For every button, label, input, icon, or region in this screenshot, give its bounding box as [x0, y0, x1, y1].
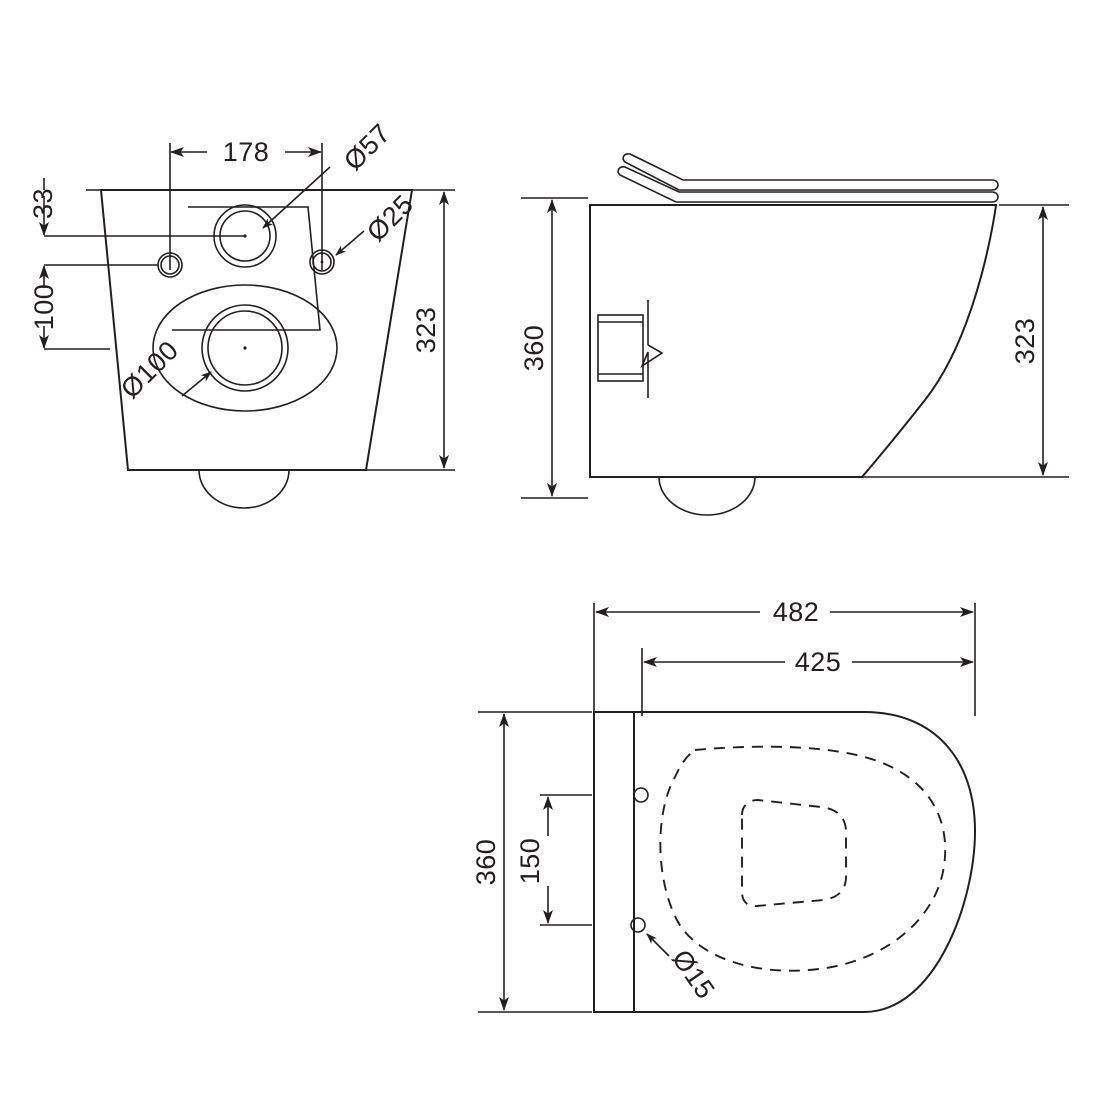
dim-323-side: 323 [862, 204, 1069, 478]
dim-323-rear: 323 [366, 189, 455, 471]
dim-label-360-side: 360 [519, 325, 549, 372]
side-bottom-bulge [658, 476, 756, 516]
leader-dia15: Ø15 [646, 933, 721, 1004]
dim-label-178: 178 [223, 137, 270, 167]
dim-150: 150 [515, 794, 592, 926]
dim-label-482: 482 [773, 597, 820, 627]
dim-label-33: 33 [28, 188, 58, 219]
dim-425: 425 [641, 647, 974, 716]
dim-label-323-side: 323 [1010, 318, 1040, 365]
dim-33: 33 [28, 178, 244, 237]
dim-label-323-rear: 323 [411, 307, 441, 354]
plan-bowl-opening-dashed [741, 799, 847, 908]
side-lid [622, 153, 999, 191]
dim-label-dia57: Ø57 [338, 118, 396, 176]
leader-dia25: Ø25 [335, 189, 419, 256]
side-seat [617, 166, 999, 203]
leader-dia100: Ø100 [115, 335, 212, 404]
dim-label-dia15: Ø15 [666, 944, 721, 1004]
plan-fixing-hole-lower [630, 917, 646, 933]
dim-label-dia100: Ø100 [115, 335, 184, 404]
dim-label-425: 425 [795, 647, 842, 677]
side-mounting-bracket [597, 300, 664, 398]
dim-100-vertical: 100 [29, 264, 158, 350]
rear-elevation-view: 178 33 100 [28, 118, 455, 509]
dim-360-side: 360 [519, 197, 588, 499]
dim-482: 482 [593, 597, 976, 716]
waste-outlet-ellipse [152, 284, 338, 412]
dim-label-360-plan: 360 [471, 839, 501, 886]
plan-seat-rim-dashed [659, 745, 947, 972]
rear-bottom-bulge [198, 469, 290, 509]
dim-360-plan: 360 [471, 711, 592, 1013]
side-elevation-view: 360 323 [519, 153, 1069, 516]
rear-shroud-outline [172, 206, 321, 331]
side-pan-outline [589, 204, 998, 478]
dim-label-100-vertical: 100 [29, 284, 59, 331]
plan-view: 482 425 360 150 [471, 597, 977, 1013]
plan-fixing-hole-upper [633, 787, 649, 803]
dim-label-150: 150 [515, 838, 545, 885]
plan-pan-outline [593, 711, 977, 1013]
dim-178: 178 [169, 137, 323, 270]
